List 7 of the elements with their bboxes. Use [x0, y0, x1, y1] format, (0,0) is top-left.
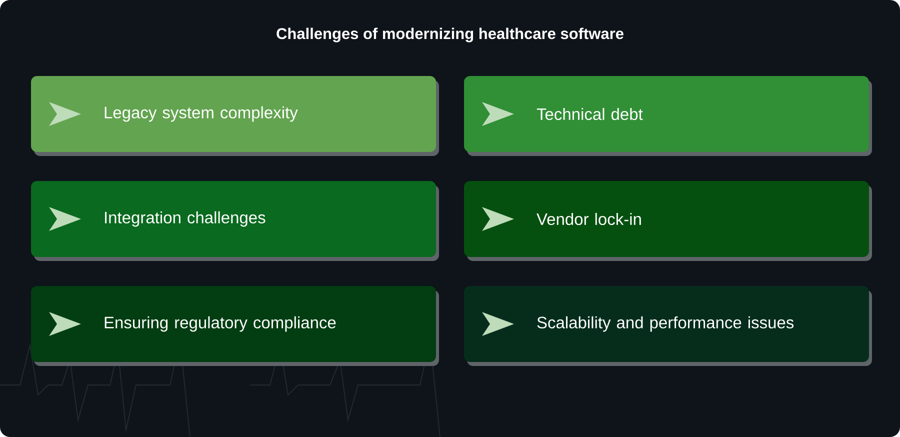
challenge-box: Legacy system complexity: [31, 76, 439, 156]
challenge-box: Vendor lock-in: [464, 181, 872, 261]
challenge-box: Integration challenges: [31, 181, 439, 261]
challenge-box: Technical debt: [464, 76, 872, 156]
title: Challenges of modernizing healthcare software: [276, 28, 624, 42]
challenge-box: Scalability and performance issues: [464, 286, 872, 366]
challenge-box: Ensuring regulatory compliance: [31, 286, 439, 366]
